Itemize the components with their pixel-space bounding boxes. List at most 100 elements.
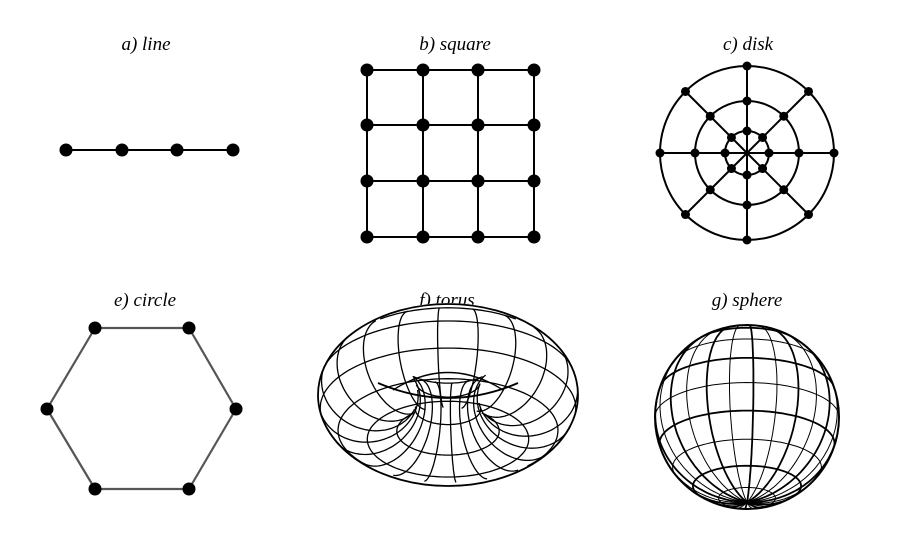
sphere-parallel [702, 326, 792, 337]
line-node [226, 143, 240, 157]
disk-node [804, 210, 814, 220]
square-node [360, 63, 374, 77]
disk-node [764, 148, 774, 158]
torus-hole-edge [392, 371, 504, 391]
sphere-meridian [746, 480, 814, 504]
line-node [115, 143, 129, 157]
circle-node [229, 402, 243, 416]
sphere-parallel [691, 464, 803, 498]
circle-edge [188, 408, 237, 490]
torus-meridian [424, 381, 442, 482]
square-node [471, 174, 485, 188]
disk-node [690, 148, 700, 158]
line-node [59, 143, 73, 157]
disk-node [758, 132, 768, 142]
torus-meridian [476, 314, 517, 413]
circle-node [182, 321, 196, 335]
torus-meridian [336, 378, 421, 456]
square-node [416, 118, 430, 132]
square-node [416, 174, 430, 188]
sphere-wireframe [654, 324, 840, 510]
square-node [360, 174, 374, 188]
square-node [471, 230, 485, 244]
square-node [527, 174, 541, 188]
square-node [527, 230, 541, 244]
label-circle: e) circle [114, 290, 176, 311]
sphere-parallel [675, 338, 819, 359]
disk-node [794, 148, 804, 158]
label-disk: c) disk [723, 34, 774, 55]
square-grid [360, 63, 541, 244]
torus-parallel [323, 320, 573, 368]
sphere-meridian [705, 325, 748, 503]
sphere-meridian [746, 375, 838, 503]
sphere-meridian [654, 401, 748, 504]
sphere-meridian [746, 327, 800, 504]
disk-spoke [746, 90, 810, 154]
torus-meridian [466, 377, 519, 472]
sphere-meridian [746, 325, 778, 503]
sphere-meridian [746, 343, 831, 504]
disk-spoke [684, 152, 748, 216]
disk-node [829, 148, 839, 158]
torus-parallel [379, 307, 517, 320]
disk-node [742, 235, 752, 245]
circle-edge [46, 408, 96, 490]
torus-body [317, 303, 579, 487]
label-square: b) square [419, 34, 491, 55]
square-node [416, 63, 430, 77]
circle-node [88, 482, 102, 496]
sphere-meridian [746, 324, 755, 503]
sphere-meridian [746, 501, 775, 507]
torus-meridian [485, 326, 548, 418]
torus-parallel [396, 412, 500, 456]
square-node [527, 118, 541, 132]
sphere-parallel [659, 357, 835, 386]
torus-meridian [318, 389, 419, 443]
square-node [471, 63, 485, 77]
disk-node [742, 96, 752, 106]
disk-node [680, 86, 690, 96]
torus-meridian [449, 382, 457, 483]
torus-outline [317, 303, 579, 487]
disk-spoke [746, 152, 810, 216]
sphere-parallel [718, 487, 776, 510]
square-node [416, 230, 430, 244]
disk-node [779, 111, 789, 121]
label-sphere: g) sphere [712, 290, 783, 311]
torus-meridian [362, 320, 415, 415]
disk-node [742, 170, 752, 180]
line-node [170, 143, 184, 157]
circle-node [88, 321, 102, 335]
sphere-meridian [729, 324, 748, 503]
disk-node [720, 148, 730, 158]
sphere-meridian [746, 497, 790, 506]
disk-node [705, 185, 715, 195]
disk-node [705, 111, 715, 121]
disk-node [742, 200, 752, 210]
torus-meridian [458, 379, 488, 480]
sphere-parallel [654, 382, 840, 418]
disk-node [779, 185, 789, 195]
disk-node [742, 126, 752, 136]
torus-meridian [472, 374, 546, 462]
torus-parallel [366, 400, 530, 478]
disk-spoke [684, 90, 748, 154]
torus-parallel [414, 406, 482, 426]
disk-node [726, 132, 736, 142]
disk-node [680, 210, 690, 220]
square-node [527, 63, 541, 77]
disk-node [742, 61, 752, 71]
circle-edge [188, 327, 237, 410]
disk-node [758, 164, 768, 174]
sphere-meridian [747, 435, 838, 504]
square-node [360, 230, 374, 244]
circle-edge [46, 327, 96, 410]
disk-node [726, 164, 736, 174]
line-graph [59, 143, 240, 157]
sphere-parallel [658, 409, 836, 448]
circle-node [40, 402, 54, 416]
torus-parallel [413, 375, 483, 384]
sphere-meridian [746, 333, 817, 503]
